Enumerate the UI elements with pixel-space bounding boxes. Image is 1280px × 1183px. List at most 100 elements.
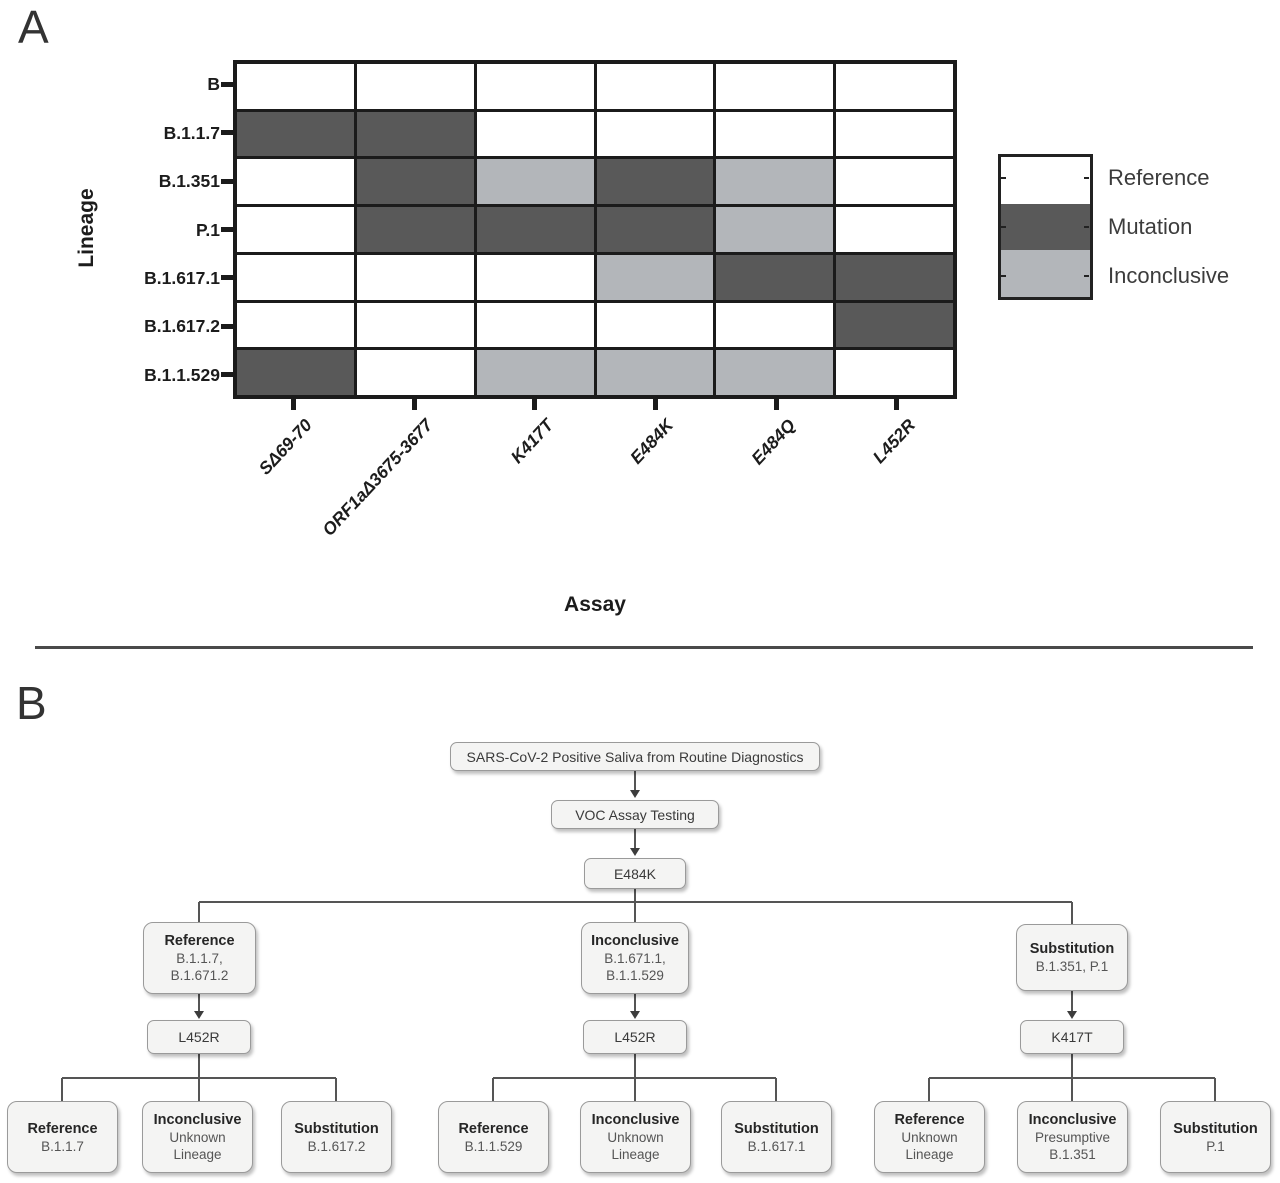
panel-a-label: A <box>18 1 49 53</box>
connector-line <box>1071 902 1073 925</box>
flow-node-line: B.1.1.7 <box>41 1138 84 1154</box>
heatmap-cell-B.1.1.529-ORF1aΔ3675-3677 <box>356 350 474 395</box>
connector-arrowhead <box>194 1011 204 1019</box>
legend-swatch-inconclusive <box>1001 250 1090 298</box>
connector-line <box>634 1054 636 1078</box>
flow-node-title: Substitution <box>294 1120 379 1137</box>
legend-tick <box>1084 226 1089 228</box>
flow-node-l452r-left: L452R <box>147 1020 251 1054</box>
heatmap-cell-B.1.1.7-SΔ69-70 <box>237 111 354 157</box>
y-tick-label-B.1.1.529: B.1.1.529 <box>144 365 220 385</box>
flow-node-title: Reference <box>27 1120 98 1137</box>
heatmap-cell-B.1.351-K417T <box>476 159 594 205</box>
panel-divider <box>35 646 1253 649</box>
x-tick-label-K417T: K417T <box>507 415 558 468</box>
x-axis-tick <box>774 399 779 410</box>
flow-leaf-reference-b117: Reference B.1.1.7 <box>7 1101 118 1173</box>
x-axis-tick <box>653 399 658 410</box>
flow-node-root: SARS-CoV-2 Positive Saliva from Routine … <box>450 742 820 771</box>
y-axis-tick <box>221 130 233 135</box>
connector-line <box>335 1078 337 1102</box>
heatmap-cell-P.1-L452R <box>836 207 953 252</box>
y-axis-tick <box>221 82 233 87</box>
connector-line <box>634 771 636 791</box>
connector-line <box>198 902 200 923</box>
heatmap-cell-B.1.351-SΔ69-70 <box>237 159 354 205</box>
connector-line <box>634 829 636 849</box>
flow-node-voc-assay-testing: VOC Assay Testing <box>551 800 719 829</box>
heatmap-cell-P.1-SΔ69-70 <box>237 207 354 252</box>
connector-arrowhead <box>630 790 640 798</box>
heatmap-cell-B.1.1.7-L452R <box>836 111 953 157</box>
heatmap-cell-B-SΔ69-70 <box>237 64 354 109</box>
flow-node-line: B.1.671.2 <box>170 968 229 983</box>
heatmap-cell-B.1.1.7-ORF1aΔ3675-3677 <box>356 111 474 157</box>
x-axis-title: Assay <box>564 593 626 616</box>
heatmap-cell-B.1.617.2-SΔ69-70 <box>237 302 354 348</box>
heatmap-cell-B.1.617.1-E484K <box>596 254 714 300</box>
connector-line <box>1071 991 1073 1012</box>
flow-node-line: Lineage <box>905 1147 954 1162</box>
legend-label-inconclusive: Inconclusive <box>1108 263 1230 288</box>
heatmap-cell-B.1.1.529-E484K <box>596 350 714 395</box>
heatmap-cell-B.1.617.2-L452R <box>836 302 953 348</box>
heatmap-cell-B-E484K <box>596 64 714 109</box>
heatmap-cell-B.1.617.1-E484Q <box>716 254 834 300</box>
legend-tick <box>1084 177 1089 179</box>
connector-arrowhead <box>630 848 640 856</box>
flow-node-line: B.1.617.1 <box>747 1138 806 1154</box>
heatmap-cell-B.1.617.2-ORF1aΔ3675-3677 <box>356 302 474 348</box>
panel-b-label: B <box>16 677 47 729</box>
flow-node-line: Unknown <box>901 1130 958 1145</box>
heatmap-cell-B.1.351-E484K <box>596 159 714 205</box>
legend <box>998 154 1093 300</box>
x-tick-label-L452R: L452R <box>869 415 920 468</box>
flow-node-line: P.1 <box>1206 1138 1225 1154</box>
flow-leaf-inconclusive-unknown-left: Inconclusive Unknown Lineage <box>142 1101 253 1173</box>
y-tick-label-B.1.617.2: B.1.617.2 <box>144 316 220 336</box>
heatmap-cell-P.1-E484Q <box>716 207 834 252</box>
x-tick-label-E484Q: E484Q <box>746 415 799 469</box>
flow-node-line: Lineage <box>173 1147 222 1162</box>
flow-node-title: Reference <box>164 933 235 949</box>
flow-node-inconclusive-branch: Inconclusive B.1.671.1, B.1.1.529 <box>581 922 689 994</box>
flow-node-line: B.1.617.2 <box>307 1138 366 1154</box>
flow-node-text: SARS-CoV-2 Positive Saliva from Routine … <box>466 748 804 765</box>
heatmap-cell-B.1.351-E484Q <box>716 159 834 205</box>
heatmap-cell-P.1-ORF1aΔ3675-3677 <box>356 207 474 252</box>
connector-line <box>493 1077 776 1079</box>
heatmap-cell-B.1.1.7-E484Q <box>716 111 834 157</box>
connector-arrowhead <box>630 1011 640 1019</box>
x-axis-tick <box>894 399 899 410</box>
flow-node-title: Inconclusive <box>591 1112 680 1128</box>
flow-node-text: E484K <box>613 865 657 882</box>
flow-node-line: B.1.1.529 <box>464 1138 523 1154</box>
heatmap-cell-B.1.1.7-K417T <box>476 111 594 157</box>
x-axis-tick <box>412 399 417 410</box>
flow-node-e484k: E484K <box>584 858 686 889</box>
heatmap-cell-B.1.1.529-E484Q <box>716 350 834 395</box>
heatmap-cell-B.1.1.529-SΔ69-70 <box>237 350 354 395</box>
y-axis-tick <box>221 324 233 329</box>
heatmap-cell-B.1.1.7-E484K <box>596 111 714 157</box>
heatmap-cell-B.1.617.1-K417T <box>476 254 594 300</box>
heatmap-cell-B.1.617.2-K417T <box>476 302 594 348</box>
heatmap-cell-B.1.617.2-E484Q <box>716 302 834 348</box>
flow-node-line: B.1.671.1, <box>604 951 666 966</box>
heatmap-cell-B.1.617.1-L452R <box>836 254 953 300</box>
connector-line <box>929 1077 1215 1079</box>
connector-line <box>198 994 200 1012</box>
x-axis-tick <box>291 399 296 410</box>
heatmap-cell-B.1.617.2-E484K <box>596 302 714 348</box>
flow-node-title: Inconclusive <box>591 933 679 949</box>
y-axis-tick <box>221 275 233 280</box>
y-axis-tick <box>221 179 233 184</box>
x-tick-label-E484K: E484K <box>626 415 678 468</box>
connector-line <box>775 1078 777 1102</box>
connector-line <box>198 1078 200 1102</box>
y-tick-label-P.1: P.1 <box>195 220 220 240</box>
flow-node-line: Presumptive <box>1034 1130 1111 1145</box>
flow-node-text: L452R <box>178 1029 220 1045</box>
heatmap-cell-B-ORF1aΔ3675-3677 <box>356 64 474 109</box>
heatmap-cell-B-E484Q <box>716 64 834 109</box>
